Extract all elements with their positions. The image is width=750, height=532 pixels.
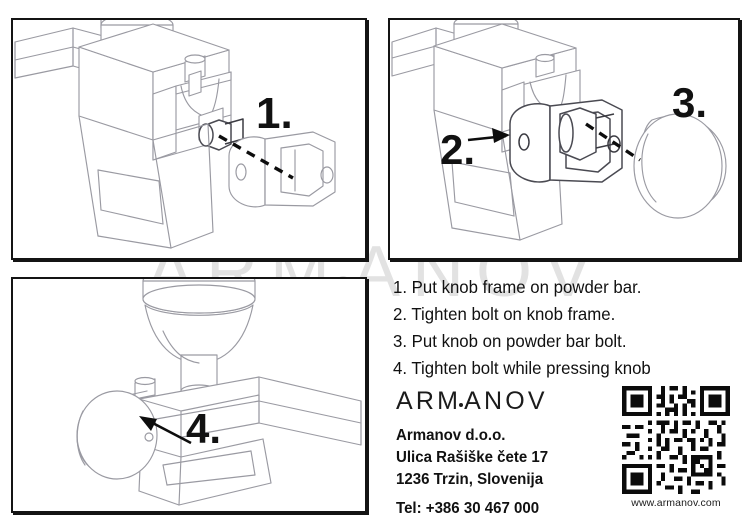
step-number-4: 4.	[186, 405, 222, 452]
logo-text-b: ANOV	[464, 387, 548, 415]
company-phone: Tel: +386 30 467 000	[396, 500, 540, 517]
instruction-item-3: 3. Put knob on powder bar bolt.	[393, 330, 627, 351]
assembly-dashed-arrow-3	[585, 122, 641, 162]
step-4-pointer-arrow	[139, 416, 192, 445]
company-name: Armanov d.o.o.	[396, 427, 506, 444]
assembly-dashed-arrow-1	[218, 134, 294, 180]
illustration-panel-step-4	[11, 277, 367, 513]
illustration-panel-step-2-3	[388, 18, 740, 260]
illustration-panel-step-1	[11, 18, 367, 260]
logo-dot	[458, 402, 464, 407]
powder-measure-body	[14, 20, 244, 249]
step-number-2: 2.	[440, 126, 476, 173]
instruction-item-1: 1. Put knob frame on powder bar.	[393, 277, 642, 297]
instructions-list: 1. Put knob frame on powder bar. 2. Tigh…	[393, 276, 738, 384]
panel-2-drawing	[391, 20, 727, 241]
instructions-ordered-list: 1. Put knob frame on powder bar. 2. Tigh…	[393, 276, 738, 380]
instruction-item-4: 4. Tighten bolt while pressing knob	[393, 357, 651, 378]
step-number-1: 1.	[256, 89, 293, 138]
logo-text-a: ARM	[396, 387, 462, 415]
detached-knob-frame-part	[228, 131, 336, 208]
company-city: 1236 Trzin, Slovenija	[396, 471, 544, 488]
installed-knob	[76, 390, 158, 480]
panel-1-drawing	[14, 20, 336, 249]
powder-bar-and-body	[128, 376, 362, 506]
hopper-and-funnel	[142, 279, 256, 398]
step-2-pointer-arrow	[467, 128, 510, 143]
instruction-item-2: 2. Tighten bolt on knob frame.	[393, 303, 616, 324]
step-number-3: 3.	[672, 79, 708, 126]
qr-code-icon	[622, 386, 730, 494]
panel-3-drawing	[76, 279, 362, 506]
company-street: Ulica Rašiške čete 17	[396, 449, 549, 466]
qr-code-block: www.armanov.com	[622, 386, 730, 509]
detached-knob-disc	[633, 113, 727, 219]
mounted-knob-frame	[509, 99, 623, 183]
website-url: www.armanov.com	[631, 497, 721, 509]
